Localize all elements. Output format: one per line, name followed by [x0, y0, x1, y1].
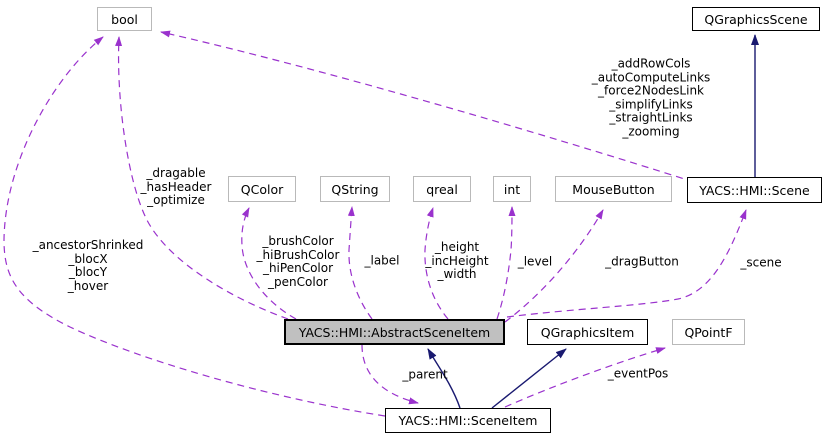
edge-usage-scene-to-bool	[160, 30, 695, 183]
node-qreal: qreal	[413, 176, 471, 202]
node-yacs-hmi-abstractsceneitem: YACS::HMI::AbstractSceneItem	[284, 319, 505, 345]
edge-label-abstract-to-scene: _scene	[740, 255, 782, 270]
edge-usage-abstract-to-scene	[506, 209, 747, 318]
edge-usage-abstract-to-int	[496, 206, 516, 320]
edge-usage-abstract-to-qcolor	[241, 207, 297, 320]
edge-inherit-sceneitem-to-qgraphicsitem	[491, 348, 567, 409]
edge-usage-abstract-to-mousebutton	[504, 209, 604, 323]
edge-label-abstract-to-sceneitem: _parent	[402, 367, 448, 382]
edge-label-abstract-to-mousebutton: _dragButton	[605, 254, 679, 269]
node-bool: bool	[97, 7, 152, 31]
node-qpointf: QPointF	[672, 319, 745, 345]
edge-label-abstract-to-qreal: _height _incHeight _width	[425, 239, 489, 281]
node-qgraphicsitem[interactable]: QGraphicsItem	[527, 319, 648, 345]
edge-label-scene-to-bool: _addRowCols _autoComputeLinks _force2Nod…	[591, 56, 711, 138]
edge-usage-abstract-to-sceneitem	[361, 344, 419, 405]
edge-label-sceneitem-to-qpointf: _eventPos	[607, 366, 669, 381]
edge-usage-abstract-to-qstring	[347, 206, 373, 320]
edge-label-abstract-to-bool: _dragable _hasHeader _optimize	[140, 165, 212, 207]
node-qstring: QString	[320, 176, 390, 202]
node-yacs-hmi-sceneitem[interactable]: YACS::HMI::SceneItem	[385, 408, 551, 433]
edge-usage-abstract-to-qreal	[424, 207, 449, 320]
edge-label-abstract-to-qcolor: _brushColor _hiBrushColor _hiPenColor _p…	[256, 234, 340, 289]
node-yacs-hmi-scene[interactable]: YACS::HMI::Scene	[687, 177, 822, 203]
edge-usage-sceneitem-to-bool	[3, 36, 386, 417]
edge-label-sceneitem-to-bool: _ancestorShrinked _blocX _blocY _hover	[32, 238, 144, 293]
node-mousebutton: MouseButton	[555, 176, 672, 202]
node-qcolor: QColor	[228, 176, 296, 202]
node-qgraphicsscene[interactable]: QGraphicsScene	[692, 7, 820, 31]
edge-label-abstract-to-int: _level	[517, 254, 553, 269]
edge-label-abstract-to-qstring: _label	[364, 253, 400, 268]
edge-usage-abstract-to-bool	[115, 36, 289, 320]
edge-usage-sceneitem-to-qpointf	[504, 347, 666, 408]
edge-inherit-sceneitem-to-abstractsceneitem	[427, 348, 461, 409]
node-int: int	[493, 176, 531, 202]
